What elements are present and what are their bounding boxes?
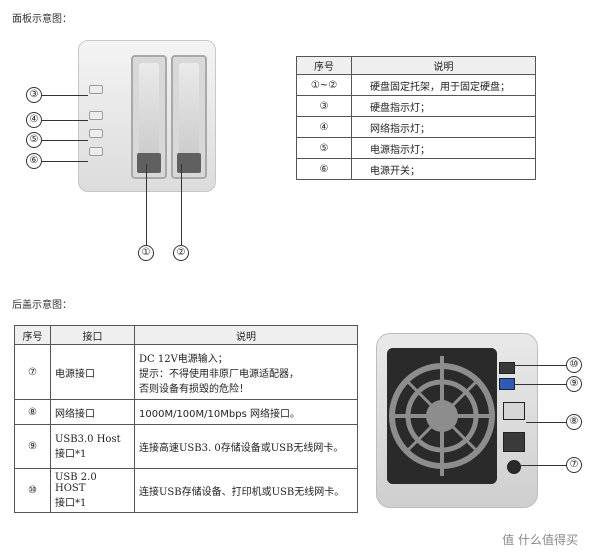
table-cell-port: USB3.0 Host 接口*1 xyxy=(50,424,135,469)
callout-7: ⑦ xyxy=(566,457,582,473)
table-cell-no: ③ xyxy=(296,95,352,117)
callout-5: ⑤ xyxy=(26,132,42,148)
table-row: ⑥ 电源开关； xyxy=(296,158,536,180)
table-cell-desc: 连接高速USB3. 0存储设备或USB无线网卡。 xyxy=(134,424,358,469)
table-cell-no: ⑤ xyxy=(296,137,352,159)
table-cell-desc: 连接USB存储设备、打印机或USB无线网卡。 xyxy=(134,468,358,513)
leader-line-6 xyxy=(42,161,88,162)
table-cell-desc: 硬盘固定托架，用于固定硬盘； xyxy=(351,74,536,96)
table-cell-port: USB 2.0 HOST 接口*1 xyxy=(50,468,135,513)
front-table-header-no: 序号 xyxy=(296,56,352,75)
table-cell-no: ⑦ xyxy=(14,344,51,400)
rear-table-header-no: 序号 xyxy=(14,325,51,345)
table-row: ③ 硬盘指示灯； xyxy=(296,95,536,117)
fan-grill xyxy=(387,348,497,484)
front-table-header-desc: 说明 xyxy=(351,56,536,75)
table-row: ⑨ USB3.0 Host 接口*1 连接高速USB3. 0存储设备或USB无线… xyxy=(14,424,358,469)
leader-line-9 xyxy=(514,384,566,385)
front-panel-device-image xyxy=(78,40,216,192)
front-panel-table: 序号 说明 ①~② 硬盘固定托架，用于固定硬盘； ③ 硬盘指示灯； ④ 网络指示… xyxy=(296,56,536,180)
rear-panel-device-image xyxy=(376,333,538,508)
leader-line-8 xyxy=(526,422,566,423)
callout-4: ④ xyxy=(26,112,42,128)
table-cell-port: 网络接口 xyxy=(50,399,135,425)
callout-10: ⑩ xyxy=(566,357,582,373)
table-row: ①~② 硬盘固定托架，用于固定硬盘； xyxy=(296,74,536,96)
hdd-indicator-light xyxy=(89,85,103,94)
port-line: USB3.0 Host xyxy=(55,433,121,445)
table-cell-no: ④ xyxy=(296,116,352,138)
table-row: ⑧ 网络接口 1000M/100M/10Mbps 网络接口。 xyxy=(14,399,358,425)
port-line: 接口*1 xyxy=(55,448,87,460)
watermark: 值 什么值得买 xyxy=(502,533,578,547)
leader-line-3 xyxy=(42,95,88,96)
table-cell-desc: 电源指示灯； xyxy=(351,137,536,159)
drive-bay-1 xyxy=(131,55,167,179)
rear-table-header-port: 接口 xyxy=(50,325,135,345)
leader-line-5 xyxy=(42,140,88,141)
leader-line-7 xyxy=(520,465,566,466)
table-cell-desc: DC 12V电源输入； 提示：不得使用非原厂电源适配器， 否则设备有损毁的危险！ xyxy=(134,344,358,400)
callout-2: ② xyxy=(173,245,189,261)
table-cell-desc: 硬盘指示灯； xyxy=(351,95,536,117)
table-cell-no: ⑩ xyxy=(14,468,51,513)
table-cell-no: ⑥ xyxy=(296,158,352,180)
callout-9: ⑨ xyxy=(566,376,582,392)
rear-section-title: 后盖示意图： xyxy=(12,300,72,311)
callout-8: ⑧ xyxy=(566,414,582,430)
reset-panel xyxy=(503,402,525,420)
desc-line: 否则设备有损毁的危险！ xyxy=(139,383,249,395)
leader-line-2 xyxy=(181,164,182,245)
fan-icon xyxy=(387,348,497,484)
power-indicator-light xyxy=(89,129,103,138)
callout-6: ⑥ xyxy=(26,153,42,169)
leader-line-1 xyxy=(146,164,147,245)
port-line: 接口*1 xyxy=(55,498,87,509)
table-row: ④ 网络指示灯； xyxy=(296,116,536,138)
table-cell-no: ⑧ xyxy=(14,399,51,425)
desc-line: 提示：不得使用非原厂电源适配器， xyxy=(139,368,299,380)
table-row: ⑤ 电源指示灯； xyxy=(296,137,536,159)
table-cell-no: ①~② xyxy=(296,74,352,96)
port-line: USB 2.0 HOST xyxy=(55,472,97,494)
table-cell-no: ⑨ xyxy=(14,424,51,469)
ethernet-port xyxy=(503,432,525,452)
table-row: ⑩ USB 2.0 HOST 接口*1 连接USB存储设备、打印机或USB无线网… xyxy=(14,468,358,513)
front-section-title: 面板示意图： xyxy=(12,14,72,25)
table-cell-desc: 1000M/100M/10Mbps 网络接口。 xyxy=(134,399,358,425)
power-switch xyxy=(89,147,103,156)
table-cell-port: 电源接口 xyxy=(50,344,135,400)
callout-3: ③ xyxy=(26,87,42,103)
table-cell-desc: 网络指示灯； xyxy=(351,116,536,138)
dc-power-port xyxy=(507,460,521,474)
table-cell-desc: 电源开关； xyxy=(351,158,536,180)
drive-bay-2 xyxy=(171,55,207,179)
rear-table-header-desc: 说明 xyxy=(134,325,358,345)
rear-panel-table: 序号 接口 说明 ⑦ 电源接口 DC 12V电源输入； 提示：不得使用非原厂电源… xyxy=(14,325,358,513)
network-indicator-light xyxy=(89,111,103,120)
desc-line: DC 12V电源输入； xyxy=(139,353,228,365)
callout-1: ① xyxy=(138,245,154,261)
table-row: ⑦ 电源接口 DC 12V电源输入； 提示：不得使用非原厂电源适配器， 否则设备… xyxy=(14,344,358,400)
leader-line-10 xyxy=(514,365,566,366)
usb2-port xyxy=(499,362,515,374)
leader-line-4 xyxy=(42,120,88,121)
usb3-port xyxy=(499,378,515,390)
